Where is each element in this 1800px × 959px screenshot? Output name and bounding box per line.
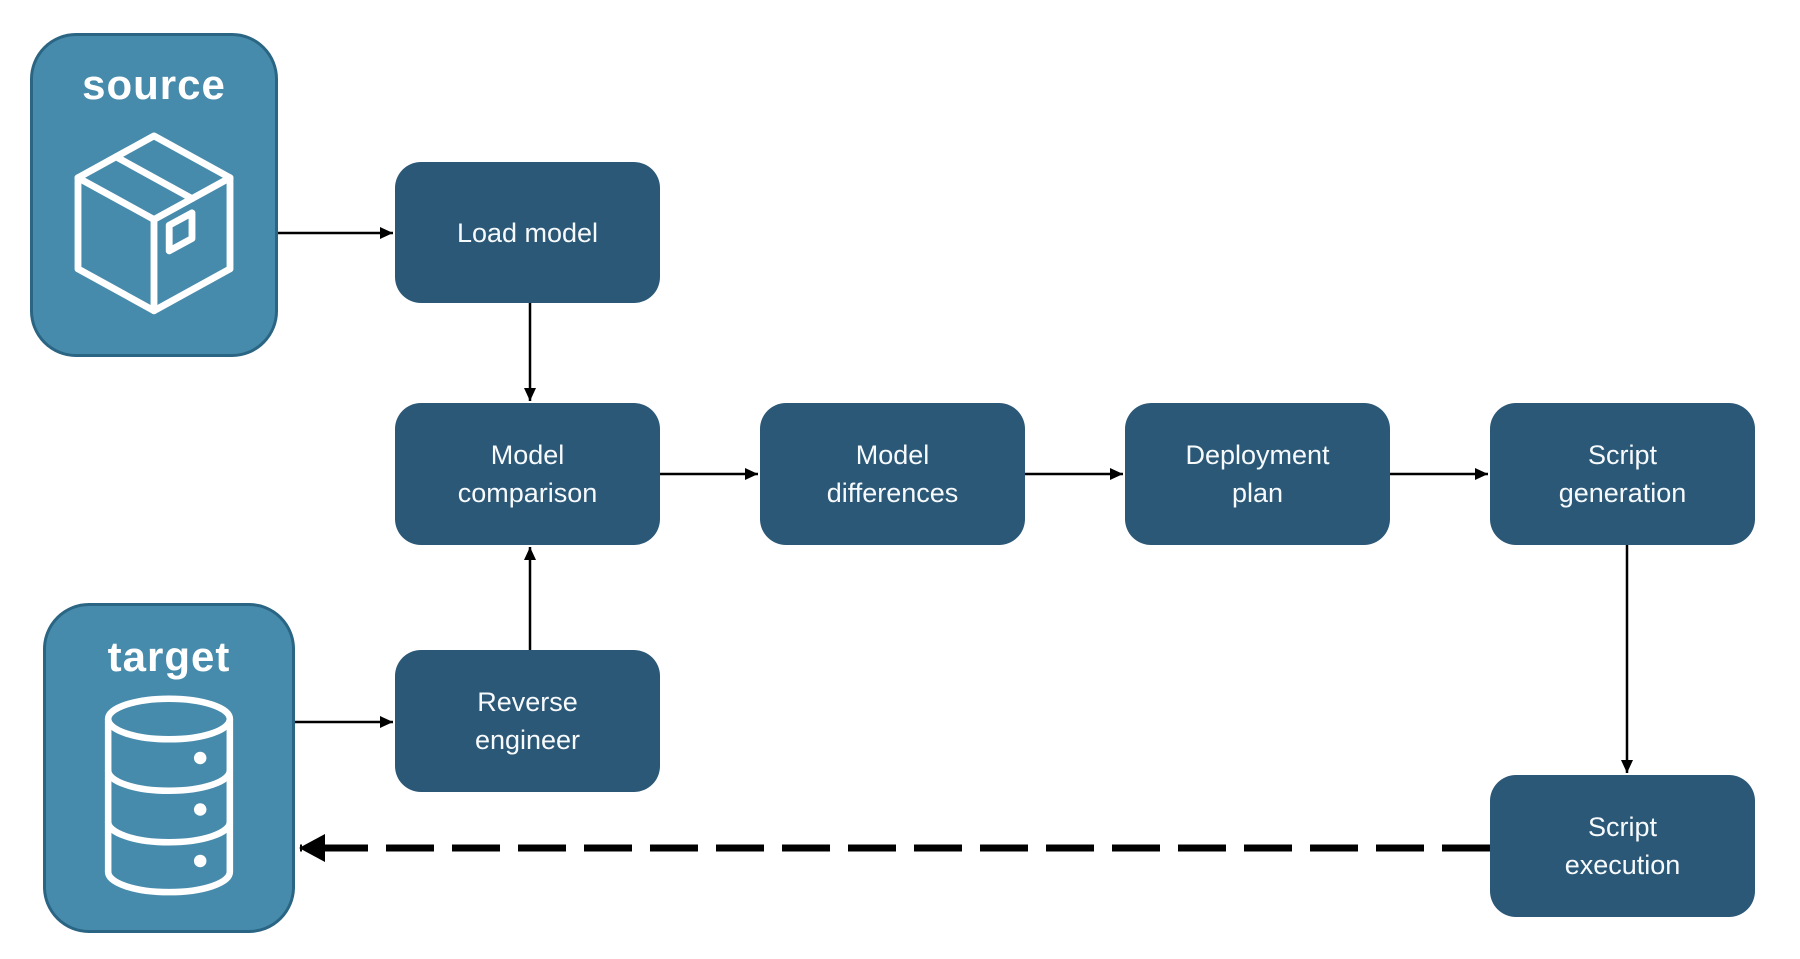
target-label: target bbox=[107, 633, 231, 680]
node-label: Model comparison bbox=[457, 440, 598, 508]
node-script-generation: Script generation bbox=[1490, 403, 1755, 545]
node-label: Load model bbox=[456, 217, 599, 248]
node-label: Script generation bbox=[1558, 440, 1687, 508]
node-label: Reverse engineer bbox=[474, 687, 581, 755]
source-container: source bbox=[30, 33, 278, 357]
source-label: source bbox=[82, 61, 226, 108]
node-model-comparison: Model comparison bbox=[395, 403, 660, 545]
node-label: Deployment plan bbox=[1185, 440, 1330, 508]
node-label: Script execution bbox=[1564, 812, 1681, 880]
node-reverse-engineer: Reverse engineer bbox=[395, 650, 660, 792]
target-container: target bbox=[43, 603, 295, 933]
package-icon bbox=[74, 132, 234, 315]
node-label: Model differences bbox=[826, 440, 959, 508]
node-script-execution: Script execution bbox=[1490, 775, 1755, 917]
node-deployment-plan: Deployment plan bbox=[1125, 403, 1390, 545]
database-icon bbox=[104, 695, 234, 896]
node-model-differences: Model differences bbox=[760, 403, 1025, 545]
node-load-model: Load model bbox=[395, 162, 660, 303]
